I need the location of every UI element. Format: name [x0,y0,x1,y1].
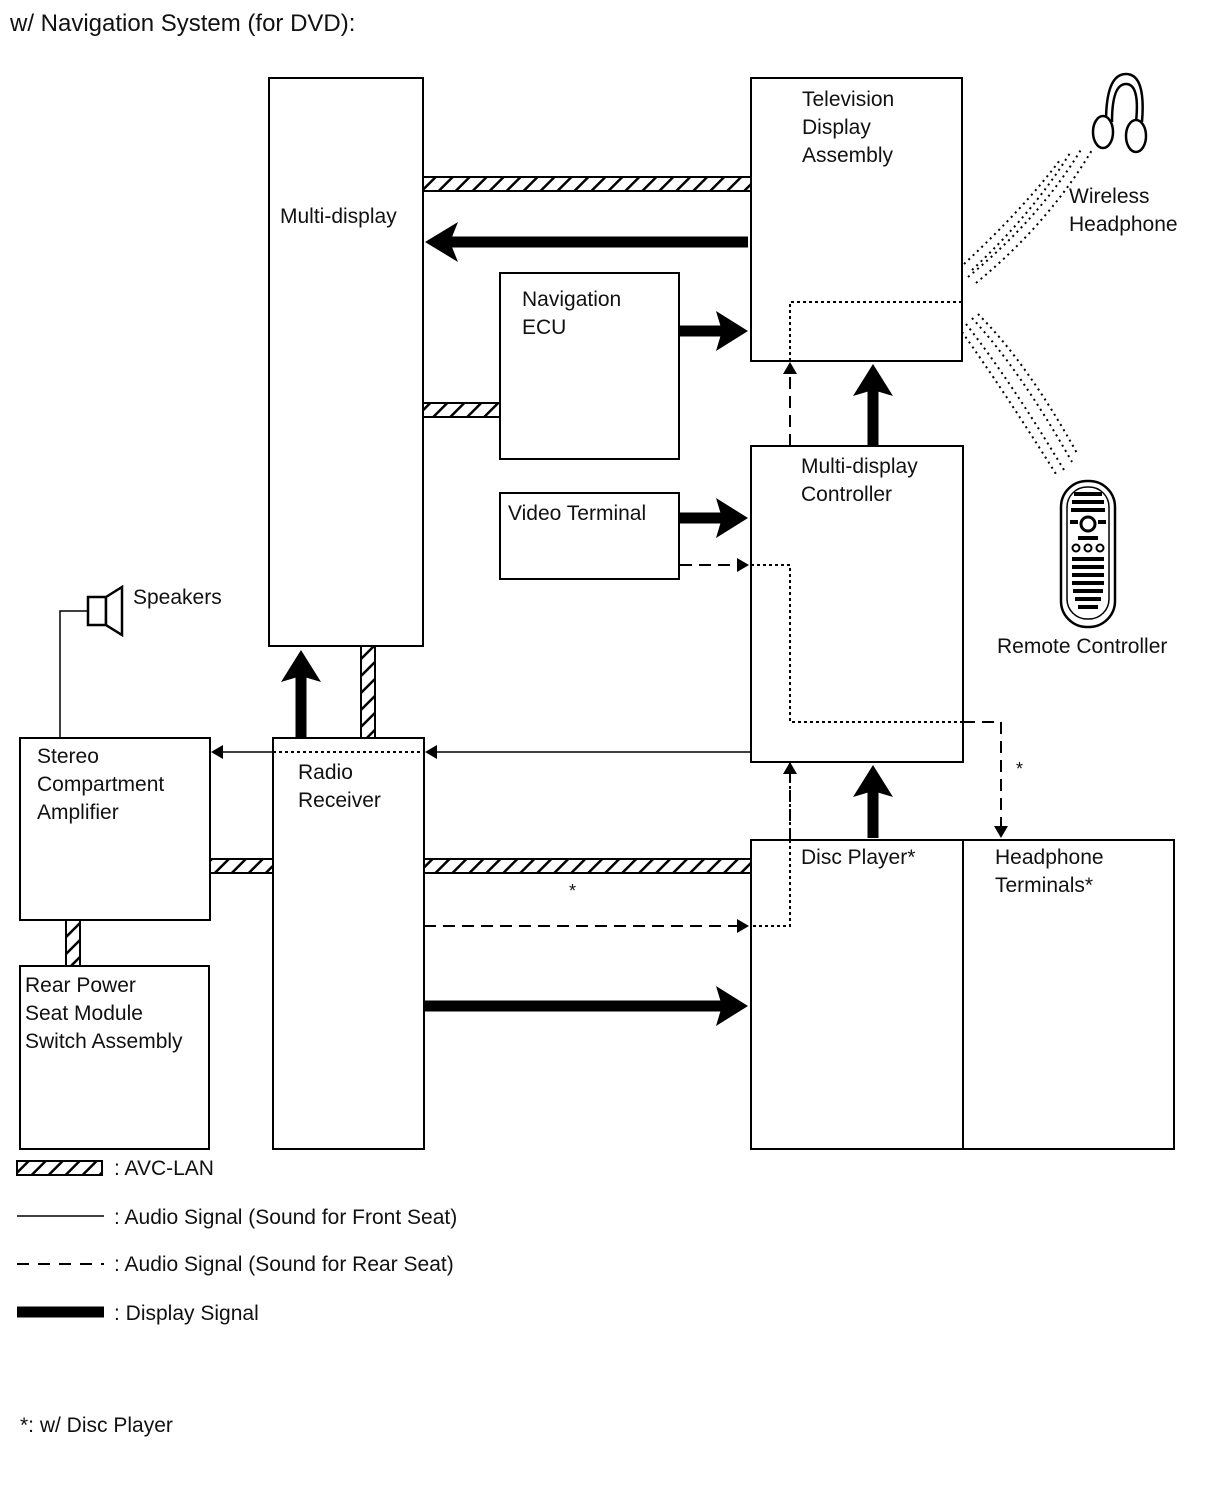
wireless-signal-remote [961,313,1079,475]
navigation-ecu-box [499,272,680,460]
audio-rear-controller-to-headphone-terminals [963,721,1008,838]
video-terminal-label: Video Terminal [508,502,647,525]
disc-player-box [750,839,964,1150]
avc-lan-radio-disc [423,858,752,874]
audio-front-controller-to-radio [425,745,751,759]
legend-audio-front-label: : Audio Signal (Sound for Front Seat) [114,1206,458,1229]
rear-power-seat-label: Rear Power Seat Module Switch Assembly [25,974,183,1053]
display-arrow-tv-to-multidisplay [425,222,748,262]
audio-rear-radio-to-disc [424,919,749,933]
display-arrow-disc-to-controller [853,765,893,838]
multi-display-controller-label: Multi-display Controller [801,455,918,506]
rear-power-seat-box [19,965,210,1150]
display-arrow-radio-to-disc [424,986,748,1026]
avc-lan-multidisplay-radio [360,645,376,739]
audio-front-radio-to-amp [211,745,273,759]
display-arrow-radio-to-multidisplay [281,650,321,738]
legend-avc-lan-symbol [16,1160,103,1176]
headphone-terminals-box [962,839,1175,1150]
avc-lan-amp-seat [65,919,81,967]
headphone-icon [1091,72,1148,154]
navigation-ecu-label: Navigation ECU [522,288,622,339]
speaker-icon [86,584,124,638]
television-display-box [750,77,963,362]
legend-audio-rear-label: : Audio Signal (Sound for Rear Seat) [114,1253,454,1276]
video-terminal-box [499,492,680,580]
avc-lan-amp-radio [209,858,274,874]
speakers-label: Speakers [133,586,222,609]
remote-control-icon [1059,479,1117,629]
asterisk-marker-right: * [1016,759,1024,779]
television-display-label: Television Display Assembly [802,88,895,167]
legend-avc-lan-label: : AVC-LAN [114,1157,214,1180]
multi-display-box [268,77,424,647]
display-arrow-nav-to-tv [680,311,748,351]
asterisk-marker-middle: * [569,881,577,901]
avc-lan-multidisplay-nav [422,402,501,418]
footnote: *: w/ Disc Player [20,1414,173,1437]
stereo-amplifier-box [19,737,211,921]
audio-front-amp-to-speakers [59,610,88,738]
multi-display-label: Multi-display [280,205,397,228]
disc-player-label: Disc Player* [801,846,916,869]
multi-display-controller-box [750,445,964,763]
audio-rear-video-to-controller [680,558,749,572]
audio-rear-up-to-tv [783,362,797,446]
remote-controller-label: Remote Controller [997,635,1168,658]
legend-display-signal-label: : Display Signal [114,1302,259,1325]
avc-lan-multidisplay-tv [422,176,752,192]
radio-receiver-label: Radio Receiver [298,761,381,812]
stereo-amplifier-label: Stereo Compartment Amplifier [37,745,165,824]
radio-receiver-box [272,737,425,1150]
headphone-terminals-label: Headphone Terminals* [995,846,1104,897]
display-arrow-controller-to-tv [853,364,893,446]
wireless-signal-headphone [963,147,1093,284]
internal-dotted-lines [273,301,963,927]
wireless-headphone-label: Wireless Headphone [1069,185,1178,236]
page-title: w/ Navigation System (for DVD): [10,10,356,37]
display-arrow-video-to-controller [680,498,748,538]
